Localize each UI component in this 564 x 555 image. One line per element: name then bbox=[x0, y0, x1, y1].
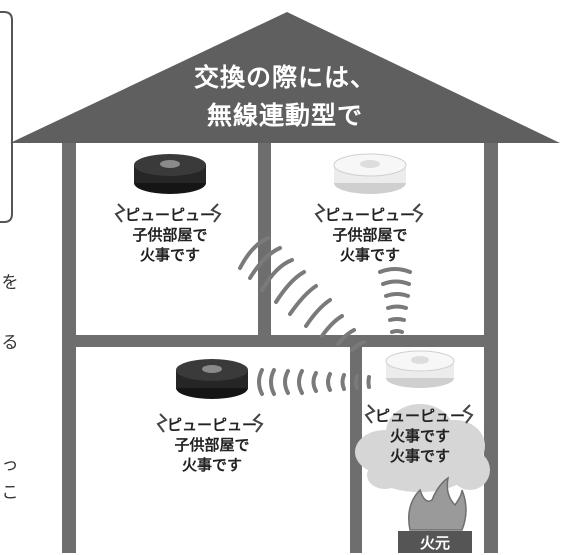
alarm-sound-text: ピューピュー bbox=[166, 416, 257, 434]
announcement-line: 火事です bbox=[181, 456, 242, 474]
room-label-top-left: ピューピュー 子供部屋で 火事です bbox=[120, 205, 220, 265]
fire-icon bbox=[408, 476, 467, 531]
wireless-wave-icon bbox=[378, 267, 412, 334]
roof-title-line1: 交換の際には、 bbox=[193, 63, 376, 92]
roof-title-line2: 無線連動型で bbox=[206, 101, 363, 130]
room-label-bottom-left: ピューピュー 子供部屋で 火事です bbox=[162, 415, 262, 475]
smoke-detector-icon bbox=[333, 153, 407, 194]
announcement-line: 子供部屋で bbox=[332, 226, 408, 244]
room-label-bottom-right: ピューピュー 火事です 火事です bbox=[370, 406, 470, 466]
announcement-line: 子供部屋で bbox=[174, 436, 250, 454]
house-frame bbox=[62, 143, 498, 553]
wireless-wave-icon bbox=[257, 368, 371, 396]
room-label-top-right: ピューピュー 子供部屋で 火事です bbox=[320, 205, 420, 265]
fire-origin-label: 火元 bbox=[398, 531, 472, 553]
alarm-spark-icon bbox=[114, 203, 474, 433]
roof bbox=[10, 12, 560, 143]
alarm-sound-text: ピューピュー bbox=[324, 206, 415, 224]
side-text-char: る bbox=[1, 333, 19, 353]
side-text-char: を bbox=[1, 273, 19, 293]
wireless-wave-icon bbox=[238, 236, 366, 352]
side-text-char: こ bbox=[1, 483, 19, 503]
smoke-detector-icon bbox=[134, 154, 206, 194]
smoke-cloud bbox=[355, 404, 490, 492]
announcement-line: 子供部屋で bbox=[132, 226, 208, 244]
announcement-line: 火事です bbox=[339, 246, 400, 264]
alarm-sound-text: ピューピュー bbox=[374, 407, 465, 425]
announcement-line: 火事です bbox=[139, 246, 200, 264]
side-text-char: っ bbox=[1, 455, 19, 475]
announcement-line: 火事です bbox=[389, 447, 450, 465]
announcement-line: 火事です bbox=[389, 427, 450, 445]
smoke-detector-icon bbox=[176, 359, 248, 399]
callout-box bbox=[0, 11, 13, 223]
alarm-sound-text: ピューピュー bbox=[124, 206, 215, 224]
smoke-detector-icon bbox=[385, 350, 455, 388]
